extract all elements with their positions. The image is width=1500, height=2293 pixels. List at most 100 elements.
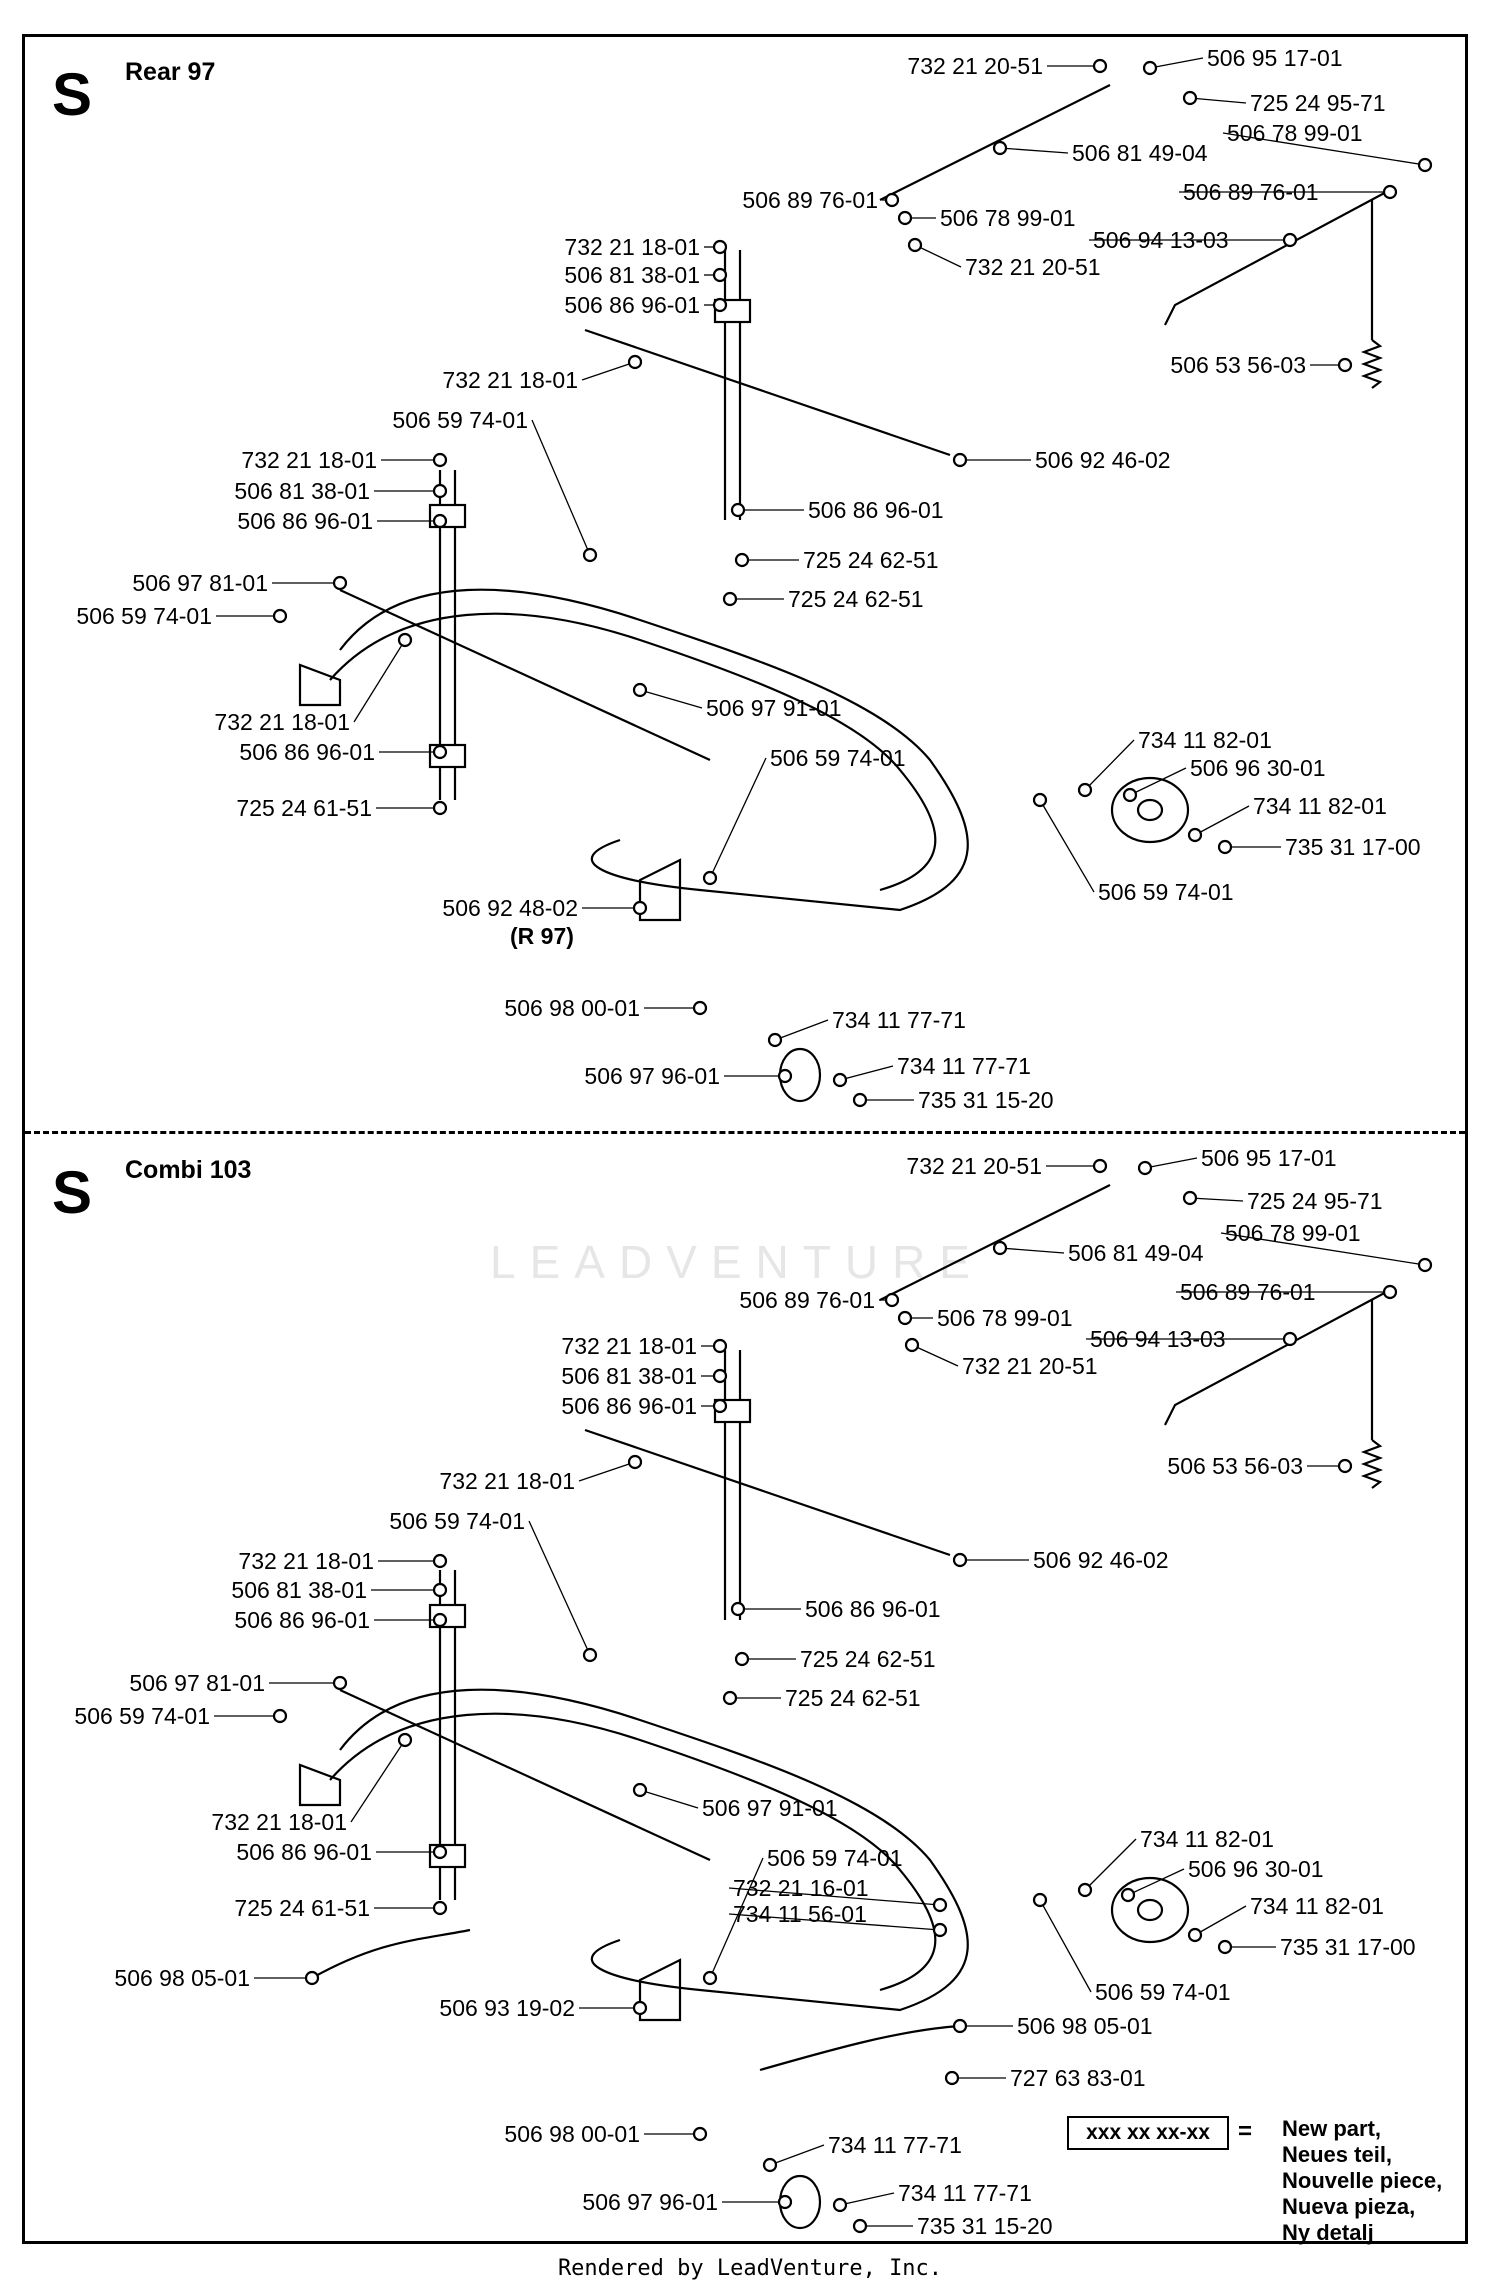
fastener-part	[332, 1675, 348, 1691]
fastener-part	[432, 483, 448, 499]
part-number-label: 734 11 77-71	[828, 2132, 962, 2158]
part-number-label: 506 86 96-01	[237, 508, 373, 534]
diagram-frame	[22, 34, 1468, 2244]
leader-line	[1144, 1157, 1198, 1169]
fastener-part	[730, 502, 746, 518]
legend-line: Ny detalj	[1282, 2220, 1374, 2245]
part-number-label: 732 21 18-01	[238, 1548, 374, 1574]
fastener-part	[304, 1970, 320, 1986]
fastener-part	[712, 267, 728, 283]
part-number-label: 727 63 83-01	[1010, 2065, 1146, 2091]
fastener-part	[692, 1000, 708, 1016]
part-number-label: 506 92 48-02	[442, 895, 578, 921]
fastener-part	[1077, 782, 1093, 798]
fastener-part	[712, 239, 728, 255]
leader-line	[639, 689, 703, 709]
part-number-label: 506 95 17-01	[1207, 45, 1343, 71]
part-number-label: 506 98 05-01	[114, 1965, 250, 1991]
fastener-part	[852, 1092, 868, 1108]
part-number-label: 506 86 96-01	[234, 1607, 370, 1633]
fastener-part	[832, 2197, 848, 2213]
part-number-label: 725 24 62-51	[785, 1685, 921, 1711]
spring	[1360, 1439, 1384, 1489]
fastener-part	[1337, 357, 1353, 373]
fastener-part	[432, 800, 448, 816]
part-number-label: 725 24 62-51	[800, 1646, 936, 1672]
fastener-part	[632, 1782, 648, 1798]
part-number-label: 506 81 38-01	[234, 478, 370, 504]
rear-roller	[1110, 776, 1190, 844]
control-rod-right	[1164, 1289, 1391, 1426]
fastener-part	[952, 1552, 968, 1568]
leader-line	[999, 147, 1069, 154]
part-number-label: 734 11 82-01	[1250, 1893, 1384, 1919]
part-number-label: 506 86 96-01	[564, 292, 700, 318]
fastener-part	[897, 1310, 913, 1326]
leader-line	[911, 1344, 959, 1367]
section-letter: S	[52, 61, 92, 128]
fastener-part	[1417, 1257, 1433, 1273]
main-frame-outer	[339, 588, 969, 912]
part-number-label: 732 21 20-51	[962, 1353, 1098, 1379]
upper-link	[584, 1428, 951, 1557]
fastener-part	[734, 552, 750, 568]
part-number-label: 732 21 18-01	[211, 1809, 347, 1835]
fastener-part	[1122, 787, 1138, 803]
control-rod-right	[1164, 189, 1391, 326]
fastener-part	[432, 1582, 448, 1598]
part-number-label: 506 96 30-01	[1190, 755, 1326, 781]
strap-right	[759, 2024, 961, 2072]
part-number-label: 725 24 95-71	[1247, 1188, 1383, 1214]
fastener-part	[1032, 1892, 1048, 1908]
rear-roller-hub	[1136, 1898, 1164, 1922]
part-number-label: 725 24 62-51	[788, 586, 924, 612]
tie-rod	[339, 1689, 711, 1861]
fastener-part	[702, 1970, 718, 1986]
fastener-part	[272, 608, 288, 624]
fastener-part	[762, 2157, 778, 2173]
leader-line	[1220, 1232, 1426, 1266]
part-number-label: 725 24 62-51	[803, 547, 939, 573]
section-title: Combi 103	[125, 1156, 251, 1184]
strap-left	[311, 1928, 471, 1979]
rear-roller	[1110, 1876, 1190, 1944]
leader-line	[1194, 1905, 1247, 1936]
fastener-part	[722, 1690, 738, 1706]
part-number-label: 506 81 38-01	[564, 262, 700, 288]
part-number-label: 506 59 74-01	[1095, 1979, 1231, 2005]
part-number-label: 732 21 18-01	[241, 447, 377, 473]
fastener-part	[332, 575, 348, 591]
part-number-label: 506 86 96-01	[805, 1596, 941, 1622]
fastener-part	[932, 1922, 948, 1938]
fastener-part	[767, 1032, 783, 1048]
fastener-part	[852, 2218, 868, 2234]
part-number-label: 506 93 19-02	[439, 1995, 575, 2021]
part-number-label: 506 97 91-01	[706, 695, 842, 721]
fastener-part	[884, 192, 900, 208]
part-number-label: 506 59 74-01	[392, 407, 528, 433]
fastener-part	[702, 870, 718, 886]
part-number-label: 734 11 82-01	[1140, 1826, 1274, 1852]
fastener-part	[777, 1068, 793, 1084]
fastener-part	[632, 2000, 648, 2016]
leader-line	[528, 1520, 591, 1656]
part-number-label: 506 59 74-01	[770, 745, 906, 771]
fastener-part	[904, 1337, 920, 1353]
fastener-part	[632, 682, 648, 698]
fastener-part	[1137, 1160, 1153, 1176]
leader-line	[774, 1019, 829, 1041]
leader-line	[1039, 799, 1095, 893]
fastener-part	[1187, 1927, 1203, 1943]
part-number-label: 734 11 77-71	[832, 1007, 966, 1033]
leader-line	[1129, 767, 1187, 796]
fastener-part	[432, 744, 448, 760]
part-number-label: 734 11 77-71	[898, 2180, 1032, 2206]
assembly-combi-103	[298, 1184, 1391, 2230]
footer-credit: Rendered by LeadVenture, Inc.	[557, 2256, 943, 2281]
leader-line	[1149, 57, 1204, 69]
part-number-label: 734 11 77-71	[897, 1053, 1031, 1079]
part-number-label: 506 86 96-01	[239, 739, 375, 765]
fastener-part	[1282, 1331, 1298, 1347]
fastener-part	[1382, 1284, 1398, 1300]
